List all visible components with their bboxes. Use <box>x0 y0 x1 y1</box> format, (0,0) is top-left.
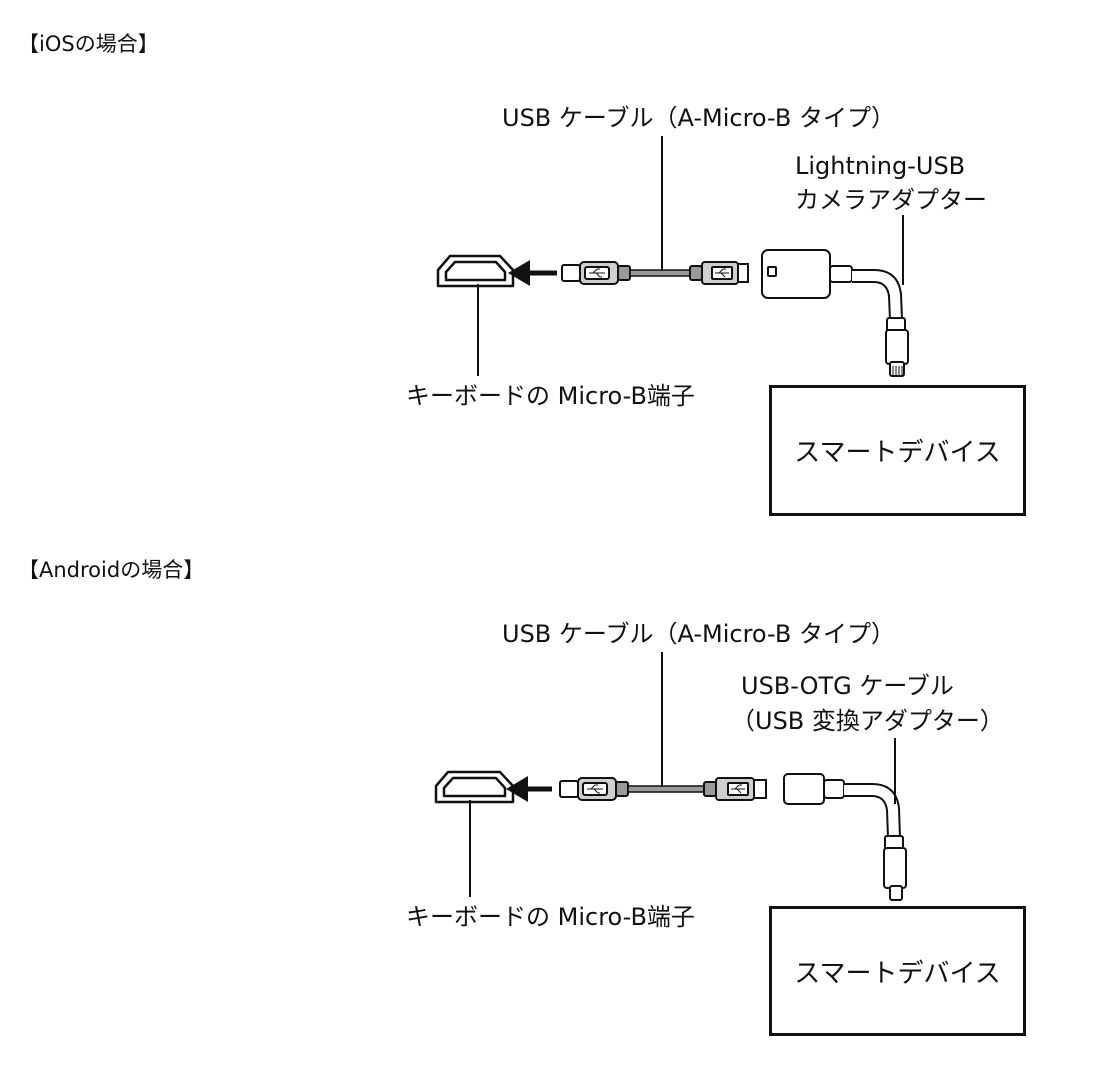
ios-heading: 【iOSの場合】 <box>18 32 159 56</box>
android-cable-label: USB ケーブル（A-Micro-B タイプ） <box>502 620 895 648</box>
android-device-label: スマートデバイス <box>794 958 1001 989</box>
android-cable <box>627 785 705 793</box>
android-port-label: キーボードの Micro-B端子 <box>406 903 695 931</box>
ios-port-label: キーボードの Micro-B端子 <box>406 382 695 410</box>
android-adapter-label-line1: USB-OTG ケーブル <box>741 672 954 700</box>
ios-adapter-label-line1: Lightning-USB <box>795 152 966 180</box>
ios-cable <box>629 269 691 277</box>
android-keyboard-port <box>434 770 515 804</box>
ios-device-label: スマートデバイス <box>794 438 1001 468</box>
android-smart-device: スマートデバイス <box>769 906 1026 1036</box>
ios-adapter-label-line2: カメラアダプター <box>795 186 987 214</box>
left-arrow-icon <box>508 260 557 286</box>
android-heading: 【Androidの場合】 <box>18 558 205 582</box>
android-adapter-label-line2: （USB 変換アダプター） <box>731 707 1004 735</box>
usb-icon <box>589 268 605 278</box>
usb-icon <box>587 784 603 794</box>
ios-camera-adapter <box>761 249 909 377</box>
ios-cable-label: USB ケーブル（A-Micro-B タイプ） <box>502 104 895 132</box>
ios-lightning-connector-ridges <box>892 366 903 375</box>
left-arrow-icon <box>506 776 552 802</box>
android-otg-adapter <box>783 773 907 901</box>
usb-icon <box>731 784 745 794</box>
android-connection-diagram <box>434 652 907 901</box>
ios-smart-device: スマートデバイス <box>769 385 1026 516</box>
ios-section: 【iOSの場合】 USB ケーブル（A-Micro-B タイプ） Lightni… <box>0 0 1106 520</box>
ios-connection-diagram <box>436 136 909 377</box>
usb-icon <box>715 268 729 278</box>
ios-keyboard-port <box>436 254 515 288</box>
android-section: 【Androidの場合】 USB ケーブル（A-Micro-B タイプ） USB… <box>0 542 1106 1062</box>
